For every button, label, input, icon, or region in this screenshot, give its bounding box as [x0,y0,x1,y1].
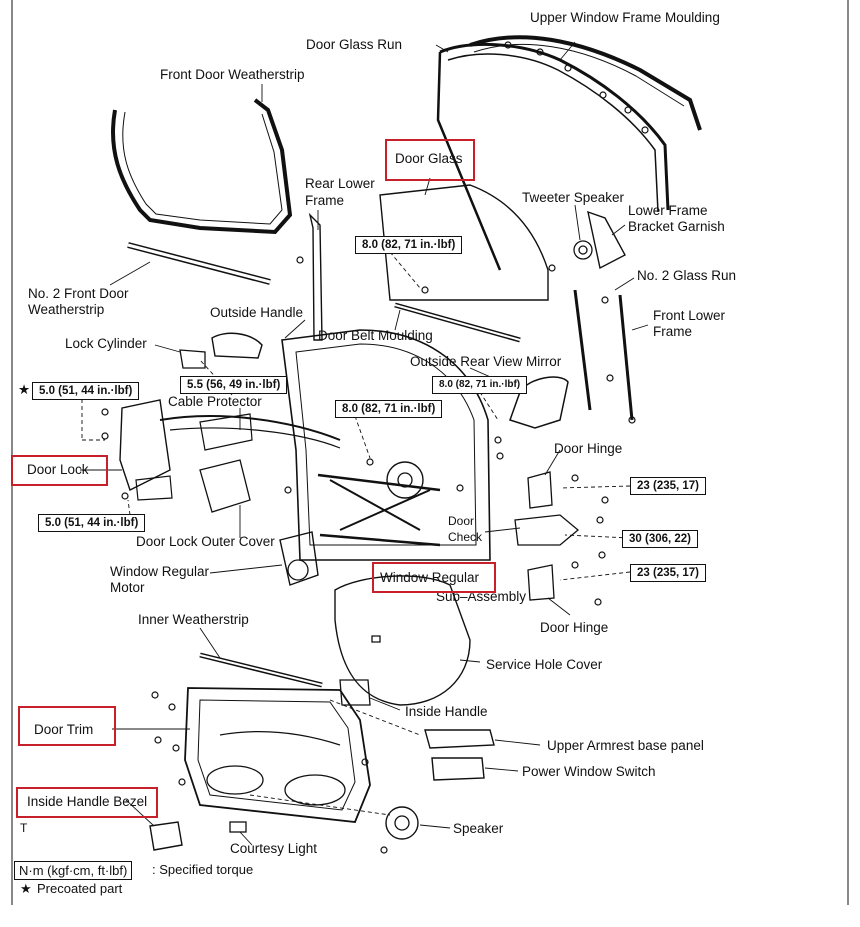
label-front-lower-frame-1: Front Lower [653,308,726,323]
torque-door-lock-lower: 5.0 (51, 44 in.·lbf) [38,514,146,532]
label-door-hinge-lower: Door Hinge [540,620,609,635]
label-door-hinge-upper: Door Hinge [554,441,623,456]
label-inside-handle: Inside Handle [405,704,488,719]
label-t-mark: T [20,821,28,835]
label-door-glass-run: Door Glass Run [306,37,403,52]
highlight-inside-handle-bezel: Inside Handle Bezel [16,787,158,818]
label-window-regulator-motor-2: Motor [110,580,145,595]
label-upper-window-frame-moulding: Upper Window Frame Moulding [530,10,720,25]
torque-window-regulator: 8.0 (82, 71 in.·lbf) [335,400,443,418]
label-front-lower-frame-2: Frame [653,324,693,339]
label-lock-cylinder: Lock Cylinder [65,336,147,351]
label-door-lock: Door Lock [27,462,89,477]
label-window-regulator-motor-1: Window Regular [110,564,210,579]
label-front-door-weatherstrip: Front Door Weatherstrip [160,67,305,82]
label-door-belt-moulding: Door Belt Moulding [318,328,433,343]
label-upper-armrest-base-panel: Upper Armrest base panel [547,738,704,753]
torque-mirror: 8.0 (82, 71 in.·lbf) [432,376,528,394]
torque-hinge-lower: 23 (235, 17) [630,564,707,582]
label-rear-lower-frame-1: Rear Lower [305,176,375,191]
label-door-check-2: Check [448,530,483,544]
label-rear-lower-frame-2: Frame [305,193,345,208]
highlight-door-lock: Door Lock [11,455,108,486]
label-door-glass: Door Glass [395,151,463,166]
torque-outside-handle: 5.5 (56, 49 in.·lbf) [180,376,288,394]
highlight-window-regular: Window Regular [372,562,496,593]
label-power-window-switch: Power Window Switch [522,764,656,779]
label-lower-frame-bracket-garnish-1: Lower Frame [628,203,708,218]
torque-door-check: 30 (306, 22) [622,530,699,548]
label-no2-front-door-weatherstrip-1: No. 2 Front Door [28,286,129,301]
label-tweeter-speaker: Tweeter Speaker [522,190,625,205]
label-no2-glass-run: No. 2 Glass Run [637,268,737,283]
label-lower-frame-bracket-garnish-2: Bracket Garnish [628,219,725,234]
torque-door-lock-star: 5.0 (51, 44 in.·lbf) [32,382,140,400]
label-outside-rear-view-mirror: Outside Rear View Mirror [410,354,562,369]
label-door-trim: Door Trim [34,722,94,737]
label-door-check-1: Door [448,514,475,528]
label-inside-handle-bezel: Inside Handle Bezel [27,794,148,809]
legend-precoated-text: Precoated part [37,881,123,896]
label-no2-front-door-weatherstrip-2: Weatherstrip [28,302,105,317]
legend-torque-unit: N·m (kgf·cm, ft·lbf) [14,861,133,880]
label-service-hole-cover: Service Hole Cover [486,657,603,672]
label-outside-handle: Outside Handle [210,305,304,320]
legend-star: ★ [20,881,32,896]
highlight-door-glass: Door Glass [385,139,475,181]
torque-hinge-upper: 23 (235, 17) [630,477,707,495]
label-speaker: Speaker [453,821,504,836]
label-cable-protector: Cable Protector [168,394,262,409]
star-marker: ★ [18,382,31,397]
label-door-lock-outer-cover: Door Lock Outer Cover [136,534,275,549]
label-window-regular: Window Regular [380,570,480,585]
torque-door-glass: 8.0 (82, 71 in.·lbf) [355,236,463,254]
legend-torque-text: : Specified torque [152,862,254,877]
label-courtesy-light: Courtesy Light [230,841,318,856]
label-inner-weatherstrip: Inner Weatherstrip [138,612,249,627]
highlight-door-trim: Door Trim [18,706,116,746]
